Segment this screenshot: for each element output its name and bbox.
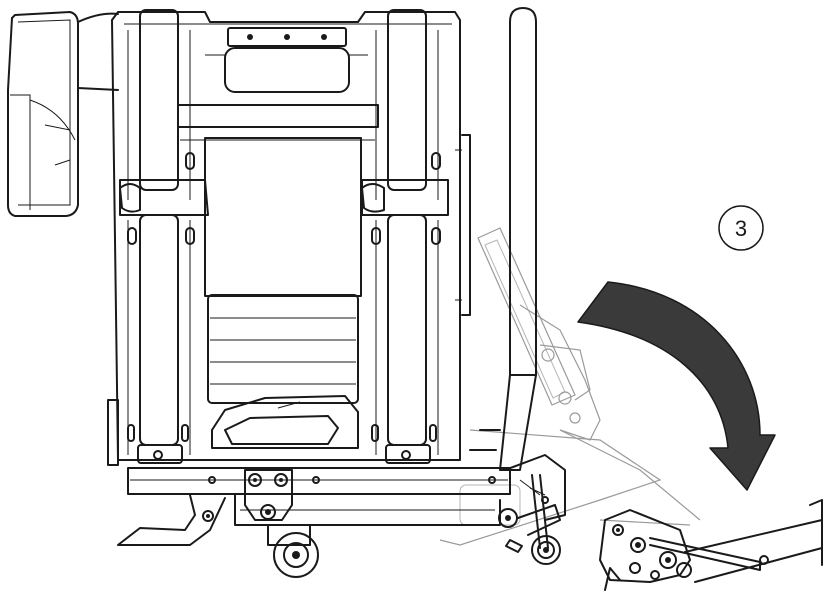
seat-frame — [7, 9, 471, 466]
curved-arrow-down-right-icon — [577, 281, 776, 491]
ghost-frame-previous-position — [439, 227, 701, 546]
step-badge-circle — [718, 205, 764, 251]
base-rail — [117, 467, 511, 578]
right-upright — [361, 9, 449, 464]
lowered-arm — [599, 499, 823, 591]
caster-wheel — [267, 524, 319, 578]
center-housing — [211, 395, 359, 449]
top-crossbar — [205, 27, 368, 93]
step-number: 3 — [735, 216, 747, 241]
left-side-pod — [7, 11, 119, 217]
left-upright — [119, 9, 209, 464]
step-badge: 3 — [718, 205, 764, 251]
folding-handle — [469, 7, 566, 565]
